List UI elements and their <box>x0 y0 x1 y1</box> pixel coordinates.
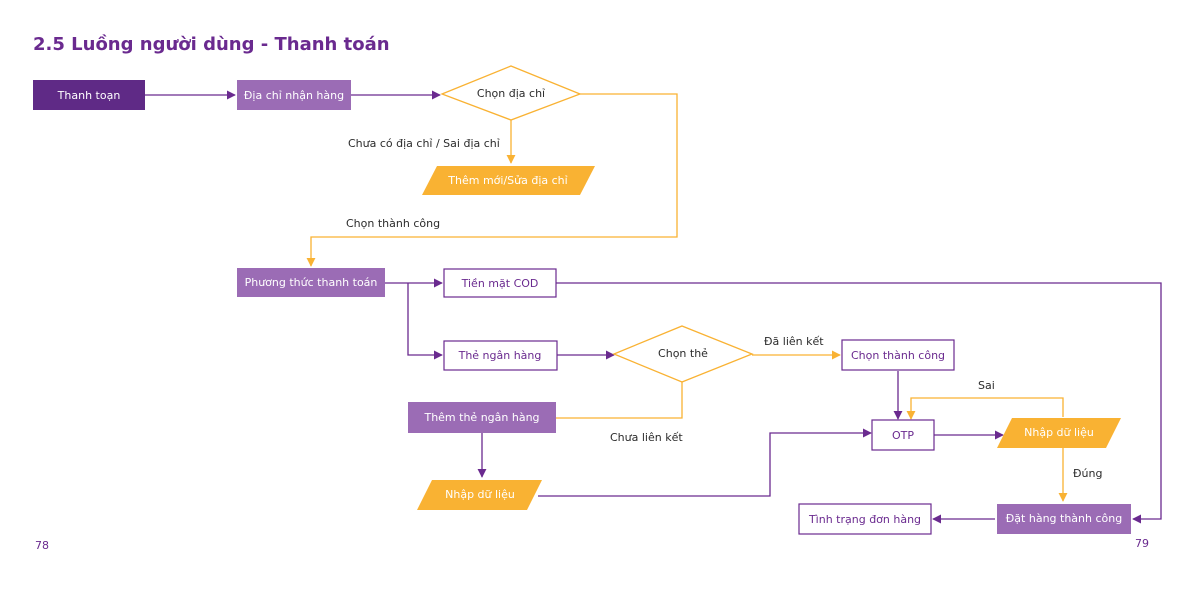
page-number-left: 78 <box>35 539 49 552</box>
node-tien-mat-cod: Tiền mặt COD <box>443 268 557 298</box>
decision-chon-dia-chi-label: Chọn địa chỉ <box>477 87 545 100</box>
node-phuong-thuc-thanh-toan: Phương thức thanh toán <box>237 268 385 297</box>
decision-chon-dia-chi: Chọn địa chỉ <box>440 65 582 121</box>
label-dung: Đúng <box>1073 467 1102 480</box>
node-tinh-trang-don-hang: Tình trạng đơn hàng <box>798 503 932 535</box>
edge-nhap-otp <box>538 428 872 497</box>
node-the-ngan-hang: Thẻ ngân hàng <box>443 340 558 371</box>
node-thanh-toan: Thanh toạn <box>33 80 145 110</box>
io-them-dia-chi-label: Thêm mới/Sửa địa chỉ <box>447 174 567 187</box>
edge-nhap-otp-sai <box>906 397 1064 420</box>
label-sai: Sai <box>978 379 995 392</box>
label-da-lien-ket: Đã liên kết <box>764 335 824 348</box>
node-phuong-thuc-label: Phương thức thanh toán <box>245 276 378 289</box>
io-nhap-du-lieu-the-label: Nhập dữ liệu <box>445 488 515 501</box>
io-nhap-du-lieu-otp-label: Nhập dữ liệu <box>1024 426 1094 439</box>
io-nhap-du-lieu-otp: Nhập dữ liệu <box>997 418 1121 448</box>
label-chon-thanh-cong: Chọn thành công <box>346 217 440 230</box>
edge-cod-dathang <box>556 282 1162 524</box>
io-them-dia-chi: Thêm mới/Sửa địa chỉ <box>422 166 595 195</box>
decision-chon-the-label: Chọn thẻ <box>658 347 708 360</box>
node-tinh-trang-label: Tình trạng đơn hàng <box>808 513 921 526</box>
node-otp-label: OTP <box>892 429 914 442</box>
node-the-ngan-hang-label: Thẻ ngân hàng <box>458 349 542 362</box>
edge-chondiachi-phuongthuc <box>306 93 678 267</box>
node-thanh-toan-label: Thanh toạn <box>57 89 121 102</box>
edge-chonthe-themthe <box>540 382 683 423</box>
edge-labels: Chưa có địa chỉ / Sai địa chỉ Chọn thành… <box>346 137 1102 480</box>
node-dia-chi-label: Địa chỉ nhận hàng <box>244 89 344 102</box>
edge-phuongthuc-the <box>407 283 443 360</box>
edges <box>145 90 1162 524</box>
node-chon-thanh-cong: Chọn thành công <box>841 339 955 371</box>
io-nhap-du-lieu-the: Nhập dữ liệu <box>417 480 542 510</box>
node-otp: OTP <box>871 419 935 451</box>
node-chon-thanh-cong-label: Chọn thành công <box>851 349 945 362</box>
label-chua-co-dia-chi: Chưa có địa chỉ / Sai địa chỉ <box>348 137 500 150</box>
node-dat-hang-label: Đặt hàng thành công <box>1006 512 1122 525</box>
label-chua-lien-ket: Chưa liên kết <box>610 431 683 444</box>
node-dat-hang-thanh-cong: Đặt hàng thành công <box>997 504 1131 534</box>
node-them-the-label: Thêm thẻ ngân hàng <box>423 411 539 424</box>
decision-chon-the: Chọn thẻ <box>612 325 754 383</box>
page-title: 2.5 Luồng người dùng - Thanh toán <box>33 34 390 55</box>
node-them-the-ngan-hang: Thêm thẻ ngân hàng <box>408 402 556 433</box>
page-number-right: 79 <box>1135 537 1149 550</box>
node-dia-chi-nhan-hang: Địa chỉ nhận hàng <box>237 80 351 110</box>
node-cod-label: Tiền mặt COD <box>461 277 539 290</box>
